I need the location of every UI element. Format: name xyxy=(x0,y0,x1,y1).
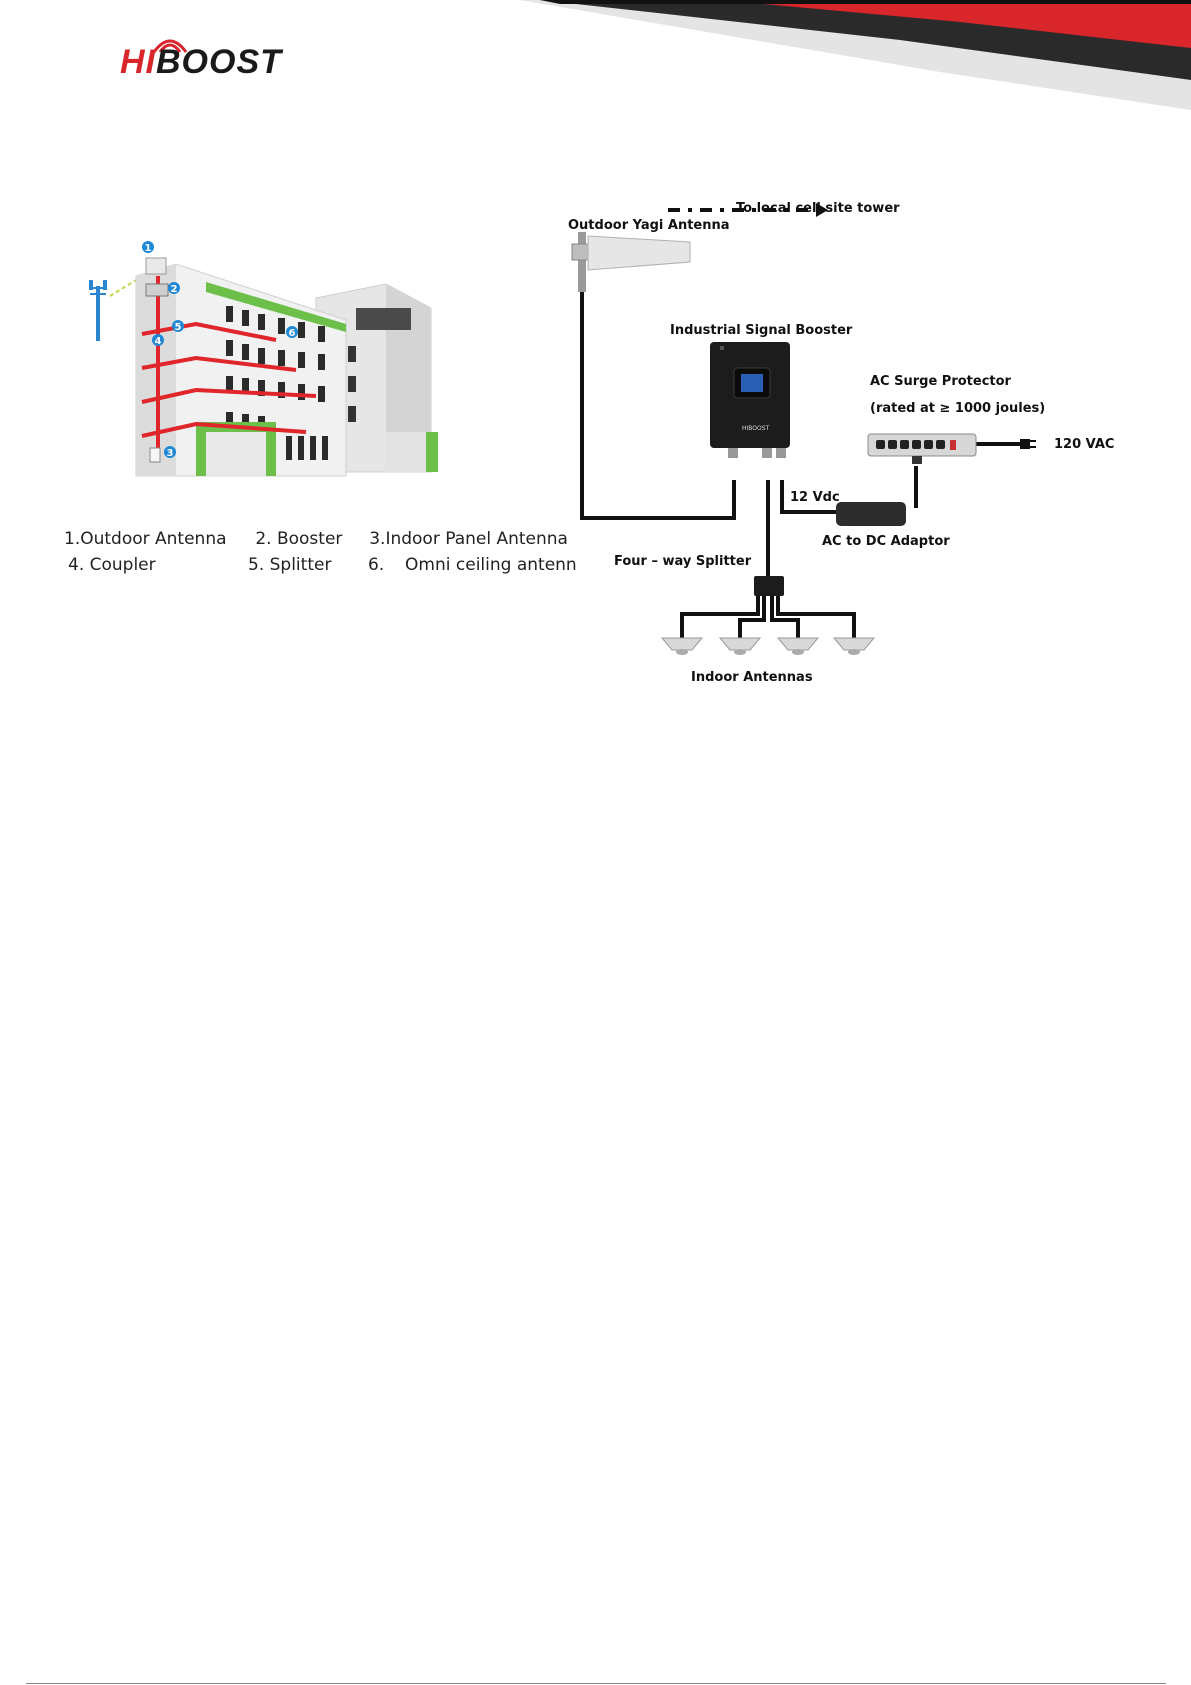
surge-protector-strip xyxy=(867,433,977,464)
signal-booster-unit: HIBOOST xyxy=(710,342,790,458)
header-swoosh-band xyxy=(520,0,1191,110)
cell-tower-icon xyxy=(89,280,107,341)
legend-row-2-mid: 5. Splitter xyxy=(248,555,331,575)
label-ac-dc-adaptor: AC to DC Adaptor xyxy=(822,534,950,549)
legend-coupler: 4. Coupler xyxy=(68,555,156,575)
label-12-vdc: 12 Vdc xyxy=(790,490,840,505)
cable-antenna-to-booster xyxy=(580,290,736,520)
building-installation-illustration: 1 2 3 4 5 6 xyxy=(89,241,438,477)
indoor-antenna-2-icon xyxy=(718,637,762,655)
label-outdoor-yagi-antenna: Outdoor Yagi Antenna xyxy=(568,218,730,233)
svg-text:2: 2 xyxy=(171,284,178,295)
label-four-way-splitter: Four – way Splitter xyxy=(614,554,752,569)
hiboost-logo: HIBOOST xyxy=(120,38,370,86)
legend-row-1: 1.Outdoor Antenna 2. Booster 3.Indoor Pa… xyxy=(64,529,568,549)
booster-brand-label: HIBOOST xyxy=(742,425,770,432)
marker-2: 2 xyxy=(168,282,180,295)
legend-omni-number: 6. xyxy=(368,555,385,575)
logo-wordmark: HIBOOST xyxy=(120,43,282,81)
indoor-antenna-icons xyxy=(660,637,876,655)
legend-outdoor-antenna: 1.Outdoor Antenna xyxy=(64,529,227,549)
tower-direction-arrow xyxy=(668,203,828,217)
legend-splitter: 5. Splitter xyxy=(248,555,332,575)
four-way-splitter-box xyxy=(754,576,784,596)
marker-6: 6 xyxy=(286,326,298,339)
indoor-antenna-1-icon xyxy=(660,637,704,655)
label-surge-rating: (rated at ≥ 1000 joules) xyxy=(870,401,1046,416)
signal-waves-icon xyxy=(152,39,188,53)
legend-omni-ceiling-antenna: Omni ceiling antenn xyxy=(405,555,577,575)
svg-text:4: 4 xyxy=(155,336,162,347)
legend-booster: 2. Booster xyxy=(255,529,343,549)
legend-row-2-left: 4. Coupler xyxy=(68,555,156,575)
label-ac-surge-protector: AC Surge Protector xyxy=(870,374,1011,389)
marker-1: 1 xyxy=(142,241,154,254)
label-indoor-antennas: Indoor Antennas xyxy=(691,670,813,685)
marker-3: 3 xyxy=(164,446,176,459)
label-120-vac: 120 VAC xyxy=(1054,437,1115,452)
svg-text:1: 1 xyxy=(145,243,152,254)
footer-rule xyxy=(26,1683,1166,1684)
legend-row-2-right: 6. Omni ceiling antenn xyxy=(368,555,577,575)
indoor-antenna-3-icon xyxy=(776,637,820,655)
label-to-cell-tower: To local cell site tower xyxy=(736,201,900,216)
indoor-antenna-4-icon xyxy=(832,637,876,655)
ac-dc-adaptor-box xyxy=(836,502,906,526)
power-plug-icon xyxy=(1020,439,1036,449)
svg-text:6: 6 xyxy=(289,328,296,339)
svg-text:3: 3 xyxy=(167,448,174,459)
splitter-output-cables xyxy=(680,594,856,638)
marker-4: 4 xyxy=(152,334,164,347)
yagi-antenna-icon xyxy=(571,232,691,292)
wiring-diagram: HIBOOST xyxy=(571,203,1036,655)
svg-text:5: 5 xyxy=(175,322,182,333)
label-industrial-signal-booster: Industrial Signal Booster xyxy=(670,323,853,338)
marker-5: 5 xyxy=(172,320,184,333)
cable-dc-power xyxy=(780,480,836,514)
legend-indoor-panel-antenna: 3.Indoor Panel Antenna xyxy=(369,529,568,549)
